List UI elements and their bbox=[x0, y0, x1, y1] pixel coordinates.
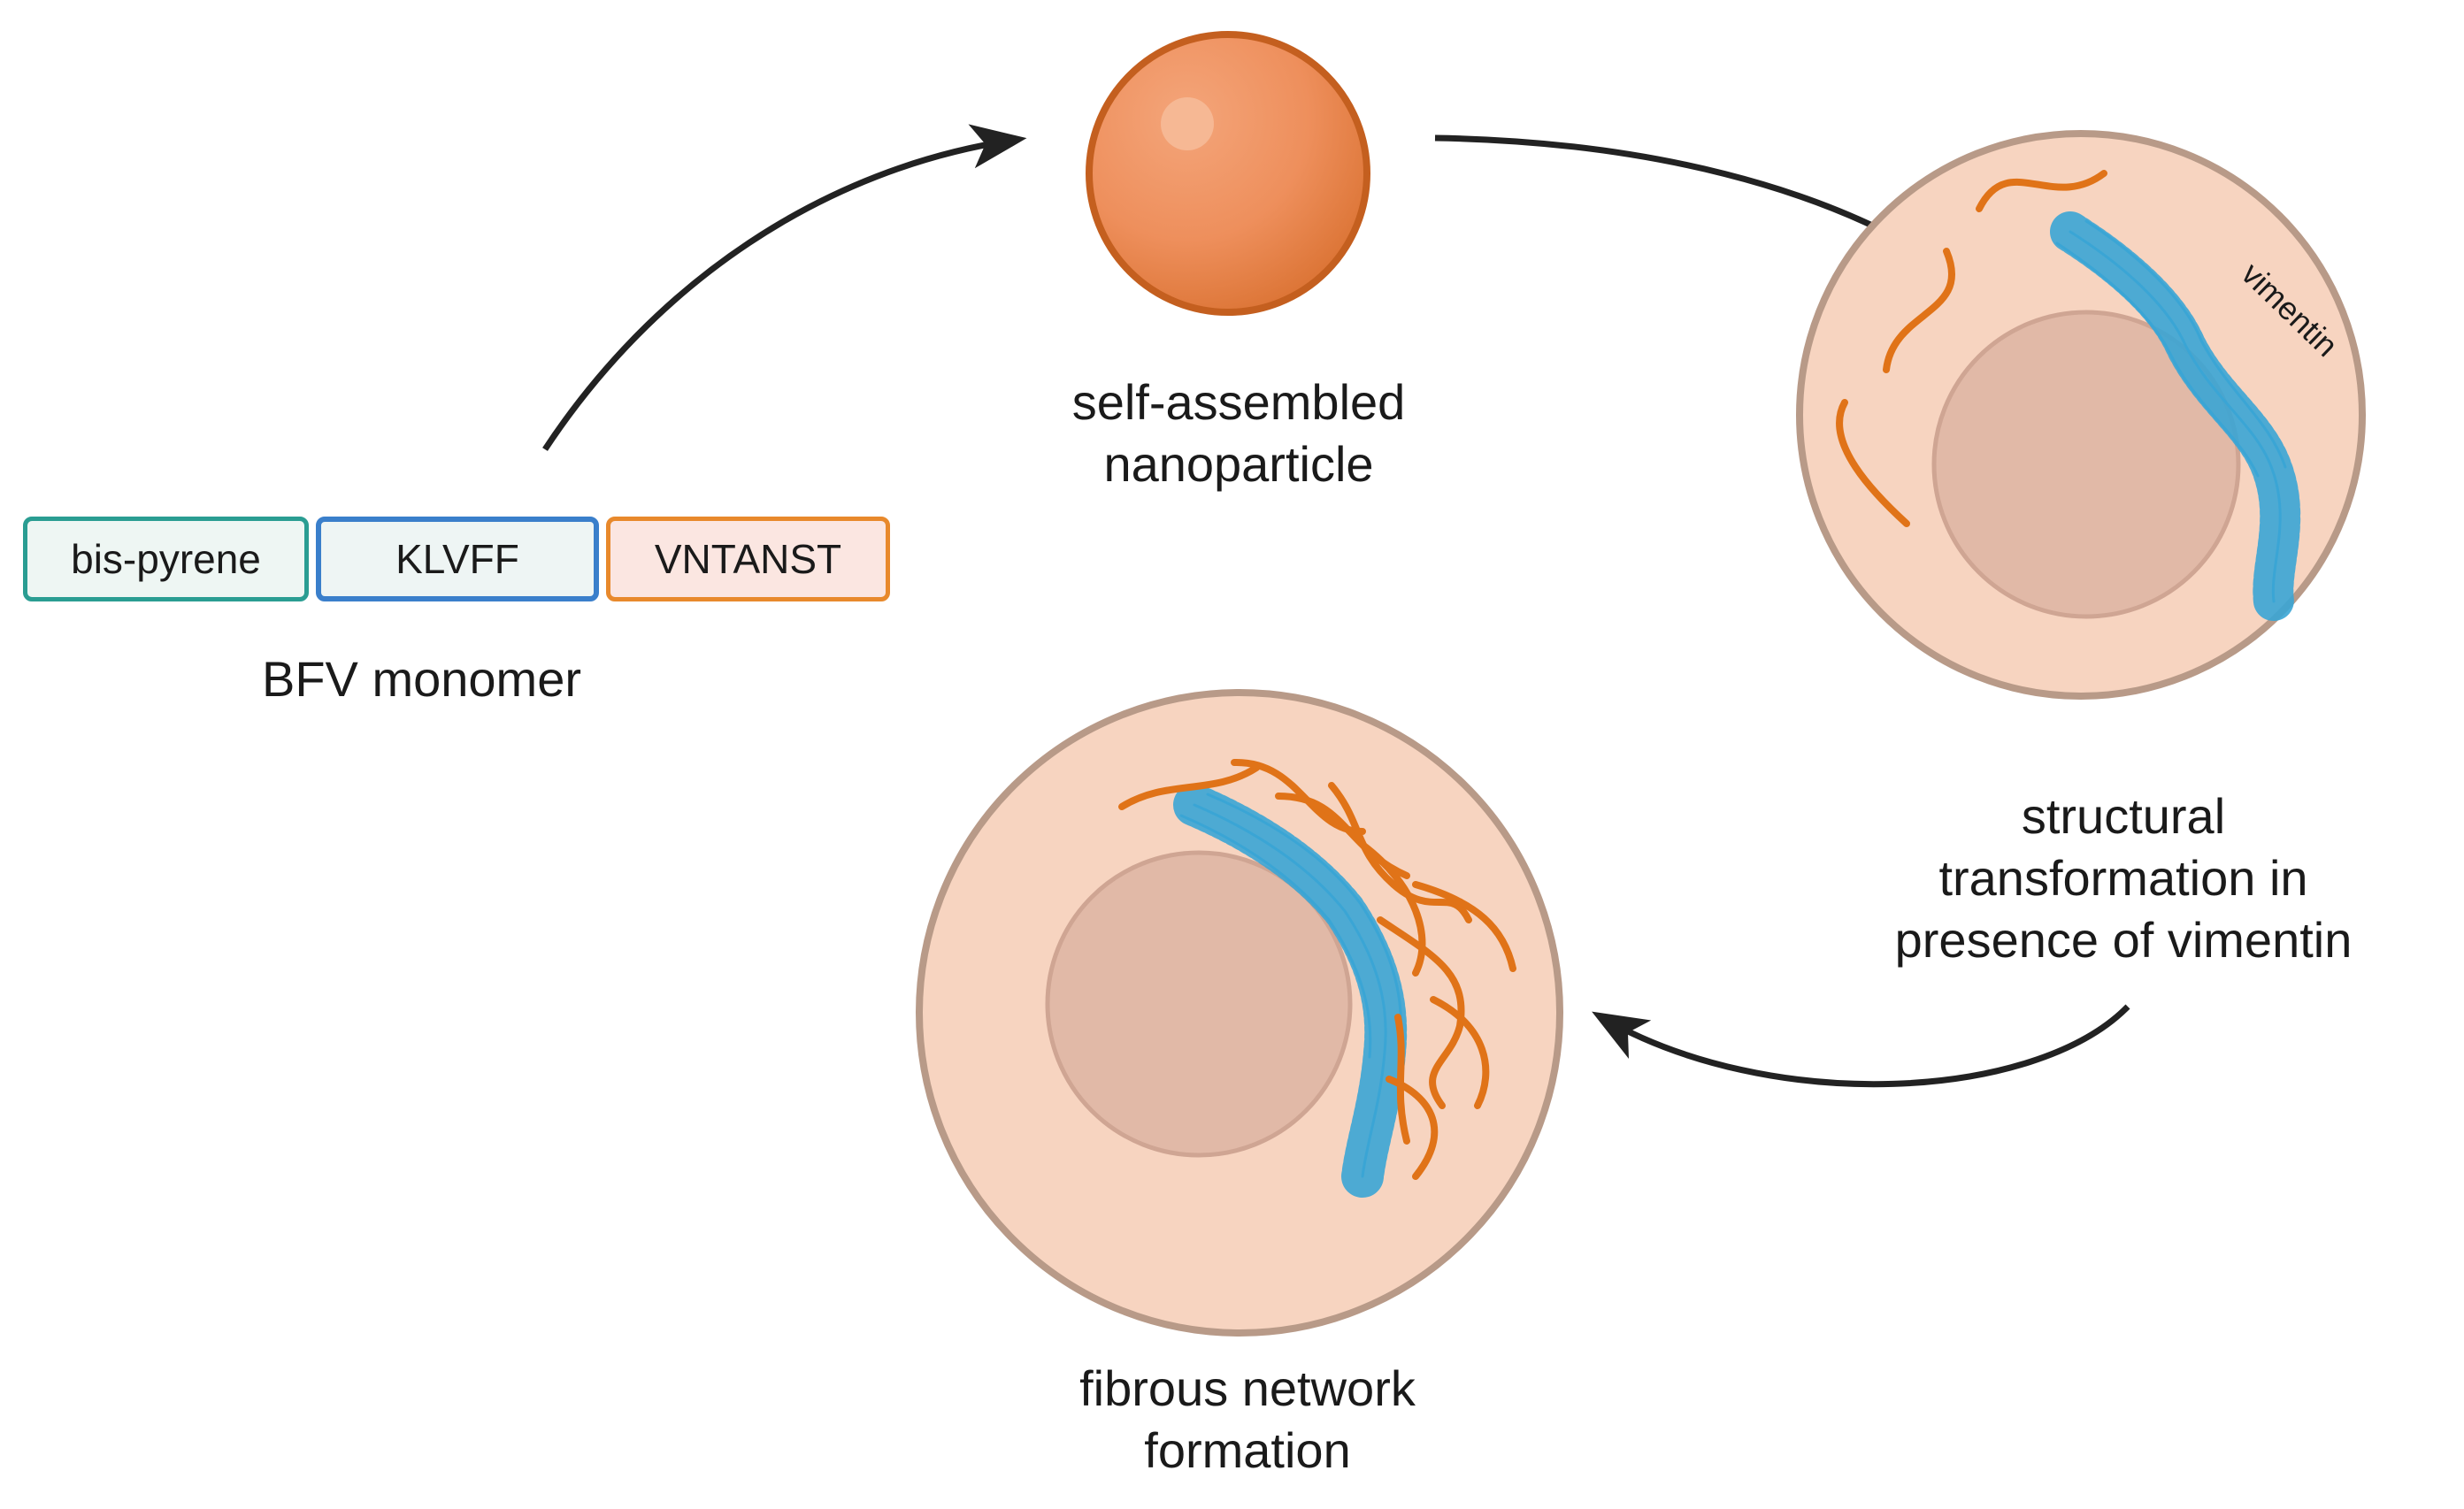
network-label-line1: fibrous network bbox=[1079, 1360, 1416, 1416]
segment-klvff: KLVFF bbox=[316, 517, 599, 601]
segment-vntanst: VNTANST bbox=[606, 517, 890, 601]
transformation-label-line2: transformation in bbox=[1938, 850, 2308, 906]
transformation-label-line3: presence of vimentin bbox=[1894, 912, 2353, 968]
peptide-fibers bbox=[1118, 758, 1516, 1180]
vimentin-filament bbox=[2050, 211, 2301, 622]
arrow-cell-to-network bbox=[1592, 1004, 2130, 1088]
monomer-label: BFV monomer bbox=[262, 651, 581, 707]
nanoparticle-label-line2: nanoparticle bbox=[1103, 436, 1374, 492]
network-label: fibrous network formation bbox=[982, 1358, 1513, 1482]
vimentin-filament bbox=[1173, 784, 1408, 1198]
peptide-fibers bbox=[1836, 170, 2107, 527]
transformation-label: structural transformation in presence of… bbox=[1840, 785, 2406, 971]
cell-nucleus bbox=[1931, 310, 2241, 619]
transformation-label-line1: structural bbox=[2021, 788, 2226, 844]
nanoparticle-sphere bbox=[1086, 31, 1370, 316]
nanoparticle-label: self-assembled nanoparticle bbox=[1017, 372, 1460, 495]
segment-bis-pyrene: bis-pyrene bbox=[23, 517, 309, 601]
cell-nucleus bbox=[1045, 850, 1353, 1158]
cell-with-vimentin: vimentin bbox=[1796, 130, 2366, 700]
cell-with-network bbox=[916, 689, 1563, 1337]
nanoparticle-label-line1: self-assembled bbox=[1071, 374, 1406, 430]
network-label-line2: formation bbox=[1144, 1422, 1351, 1478]
arrow-monomer-to-nanoparticle bbox=[542, 124, 1027, 451]
